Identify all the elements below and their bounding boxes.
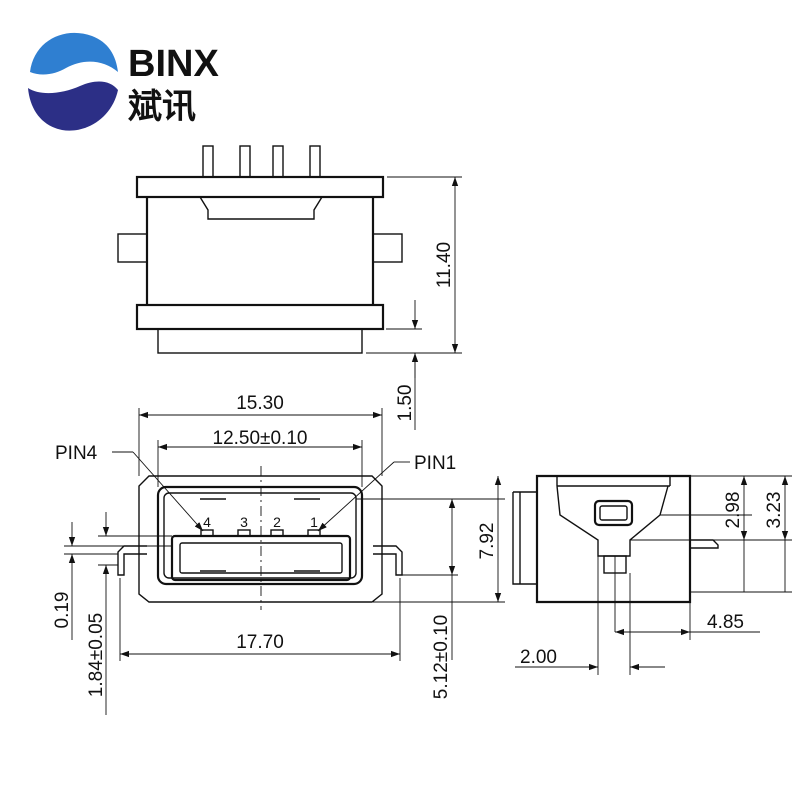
dim-height-value: 11.40 [434, 242, 455, 288]
dim-side-depth-value: 4.85 [707, 612, 744, 633]
dimension-standoff: 0.19 [52, 522, 172, 640]
pin1-label: PIN1 [414, 453, 456, 474]
brand-name-cn: 斌讯 [128, 87, 196, 127]
dimension-side-tail: 2.00 [515, 556, 665, 675]
dimension-height: 11.40 [366, 176, 462, 354]
brand-name-en: BINX [128, 43, 219, 85]
top-view [117, 145, 403, 354]
dim-tail-height-value: 1.84±0.05 [86, 613, 107, 697]
dimension-body-width: 15.30 [138, 393, 383, 476]
brand-logo: BINX 斌讯 [28, 32, 219, 131]
front-view [117, 466, 403, 610]
dimension-side-heights: 2.98 3.23 [630, 475, 792, 593]
pin-labels: PIN4 PIN1 [55, 443, 456, 532]
dim-opening-height-value: 7.92 [477, 523, 498, 560]
dimension-opening-width: 12.50±0.10 [157, 428, 363, 487]
logo-emblem-icon [28, 32, 118, 131]
pin4-label: PIN4 [55, 443, 98, 464]
dim-side-b-value: 3.23 [764, 492, 785, 529]
dimension-footprint-width: 17.70 [119, 578, 401, 661]
pin-number-2: 2 [273, 514, 281, 530]
dim-pin-offset-value: 1.50 [395, 385, 416, 422]
pin-number-1: 1 [310, 514, 318, 530]
dim-footprint-width-value: 17.70 [236, 632, 284, 653]
pin-number-4: 4 [203, 514, 211, 530]
logo-blue-arc [30, 32, 118, 75]
dim-side-tail-value: 2.00 [520, 647, 557, 668]
logo-navy-arc [28, 81, 118, 131]
dim-side-a-value: 2.98 [723, 492, 744, 529]
dim-body-width-value: 15.30 [236, 393, 284, 414]
dimension-tail-height: 1.84±0.05 [86, 512, 172, 715]
side-view [512, 474, 719, 632]
dim-tail-offset-value: 5.12±0.10 [431, 615, 452, 699]
dim-standoff-value: 0.19 [52, 592, 73, 629]
dimension-side-depth: 4.85 [615, 602, 760, 640]
dim-opening-width-value: 12.50±0.10 [213, 428, 308, 449]
dimension-tail-offset: 5.12±0.10 [356, 498, 458, 699]
pin-numbers: 4 3 2 1 [203, 514, 318, 530]
pin-number-3: 3 [240, 514, 248, 530]
dimension-opening-height: 7.92 [362, 476, 505, 603]
dimension-pin-offset: 1.50 [386, 300, 422, 430]
